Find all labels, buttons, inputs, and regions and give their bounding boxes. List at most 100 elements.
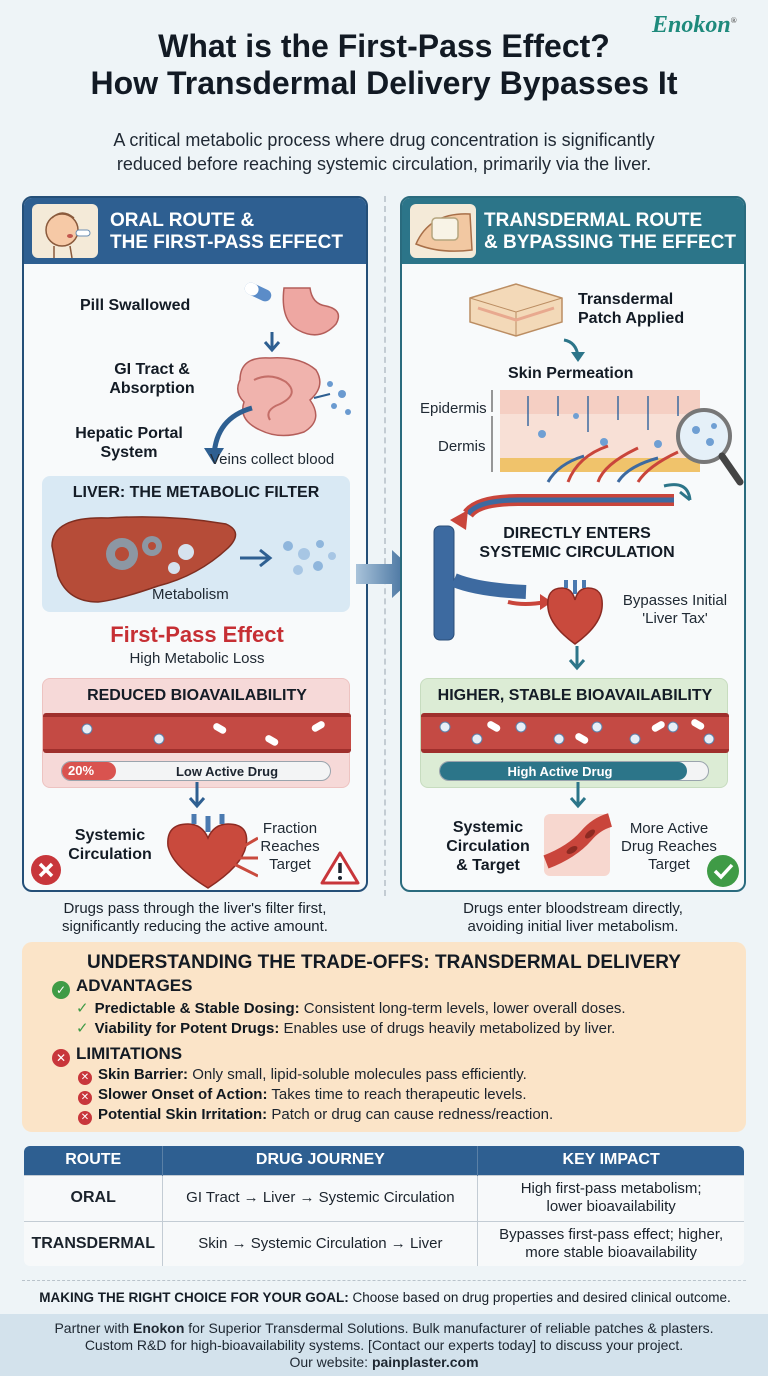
impact-column-header: KEY IMPACT [477, 1146, 744, 1175]
impact-cell: High first-pass metabolism;lower bioavai… [477, 1174, 744, 1221]
high-active-drug-fill [440, 762, 687, 780]
high-active-drug-bar: High Active Drug [439, 761, 709, 781]
curved-arrow-icon [204, 405, 253, 464]
transdermal-patch-icon [469, 283, 563, 337]
systemic-target-label: Systemic Circulation & Target [446, 819, 530, 874]
oral-heading-line1: ORAL ROUTE & [110, 210, 255, 231]
limitation-item: ✕Slower Onset of Action: Takes time to r… [78, 1086, 526, 1105]
journey-column-header: DRUG JOURNEY [162, 1146, 478, 1175]
skin-permeation-label: Skin Permeation [508, 365, 634, 382]
brand-logo: Enokon® [652, 12, 737, 38]
transdermal-route-panel: TRANSDERMAL ROUTE & BYPASSING THE EFFECT… [400, 196, 746, 892]
check-icon: ✓ [76, 1000, 89, 1017]
route-cell: TRANSDERMAL [24, 1220, 163, 1266]
low-active-drug-bar: 20% Low Active Drug [61, 761, 331, 781]
fraction-reaches-label: Fraction Reaches Target [260, 820, 320, 873]
vessel-circulation-icon [433, 483, 692, 641]
directly-enters-label: DIRECTLY ENTERS SYSTEMIC CIRCULATION [479, 525, 675, 561]
dermis-label: Dermis [438, 438, 486, 455]
hepatic-portal-label: Hepatic Portal System [75, 425, 183, 461]
person-swallowing-icon [32, 204, 98, 259]
footer-line3: Our website: painplaster.com [289, 1354, 479, 1370]
footer-line2: Custom R&D for high-bioavailability syst… [84, 1337, 684, 1353]
error-x-icon [31, 855, 61, 885]
arrow-down-icon [188, 782, 206, 809]
pill-swallowed-label: Pill Swallowed [80, 297, 191, 314]
transdermal-heading-line1: TRANSDERMAL ROUTE [484, 210, 703, 231]
curved-arrow-icon [563, 338, 585, 362]
transdermal-panel-header: TRANSDERMAL ROUTE & BYPASSING THE EFFECT [402, 198, 744, 264]
liver-filter-title: LIVER: THE METABOLIC FILTER [72, 484, 320, 501]
impact-cell: Bypasses first-pass effect; higher,more … [477, 1220, 744, 1266]
arrow-down-icon [568, 646, 586, 671]
higher-bioavailability-title: HIGHER, STABLE BIOAVAILABILITY [437, 687, 713, 704]
journey-cell: GI Tract → Liver → Systemic Circulation [162, 1174, 478, 1221]
journey-cell: Skin → Systemic Circulation → Liver [162, 1220, 478, 1266]
transdermal-caption: Drugs enter bloodstream directly, avoidi… [463, 900, 683, 935]
high-active-drug-label: High Active Drug [507, 764, 613, 779]
bar-percent-label: 20% [68, 763, 95, 778]
intestine-icon [237, 357, 351, 437]
target-tissue-icon [543, 813, 612, 876]
low-active-drug-label: Low Active Drug [175, 764, 279, 779]
x-circle-icon: ✕ [78, 1071, 92, 1085]
higher-bioavailability-box: HIGHER, STABLE BIOAVAILABILITY High Acti… [420, 678, 729, 788]
heart-icon [167, 814, 258, 889]
limitation-item: ✕Skin Barrier: Only small, lipid-soluble… [78, 1066, 527, 1085]
route-column-header: ROUTE [24, 1146, 163, 1175]
arrow-down-icon [263, 332, 281, 353]
table-header-row: ROUTE DRUG JOURNEY KEY IMPACT [24, 1146, 744, 1175]
advantage-item: ✓Predictable & Stable Dosing: Consistent… [76, 1000, 626, 1017]
x-circle-icon: ✕ [78, 1091, 92, 1105]
oral-caption: Drugs pass through the liver's filter fi… [62, 900, 328, 935]
skin-layers-icon [491, 390, 744, 486]
tradeoffs-title: UNDERSTANDING THE TRADE-OFFS: TRANSDERMA… [87, 952, 681, 973]
blood-vessel-sparse [43, 713, 351, 753]
warning-icon [320, 851, 360, 885]
heart-icon [547, 580, 603, 645]
patch-on-arm-icon [410, 204, 476, 258]
advantage-item: ✓Viability for Potent Drugs: Enables use… [76, 1020, 616, 1037]
oral-panel-header: ORAL ROUTE & THE FIRST-PASS EFFECT [24, 198, 366, 264]
transdermal-heading-line2: & BYPASSING THE EFFECT [484, 232, 736, 253]
table-row: ORAL GI Tract → Liver → Systemic Circula… [24, 1174, 744, 1221]
patch-applied-label: Transdermal Patch Applied [578, 291, 685, 327]
low-active-drug-fill [62, 762, 116, 780]
tradeoffs-section: UNDERSTANDING THE TRADE-OFFS: TRANSDERMA… [22, 942, 746, 1132]
check-icon: ✓ [76, 1020, 89, 1037]
success-check-icon [707, 855, 739, 887]
footer-line1: Partner with Enokon for Superior Transde… [54, 1320, 714, 1336]
check-circle-icon: ✓ [52, 981, 70, 999]
x-circle-icon: ✕ [78, 1111, 92, 1125]
table-row: TRANSDERMAL Skin → Systemic Circulation … [24, 1220, 744, 1266]
limitation-item: ✕Potential Skin Irritation: Patch or dru… [78, 1106, 553, 1125]
x-circle-icon: ✕ [52, 1049, 70, 1067]
gi-tract-label: GI Tract & Absorption [109, 361, 195, 397]
systemic-circulation-label: Systemic Circulation [68, 827, 152, 863]
more-active-drug-label: More Active Drug Reaches Target [621, 820, 717, 873]
website-link[interactable]: painplaster.com [371, 1354, 479, 1370]
epidermis-label: Epidermis [420, 400, 487, 417]
limitations-heading: ✕LIMITATIONS [52, 1044, 182, 1067]
page-title: What is the First-Pass Effect? How Trans… [90, 28, 678, 101]
veins-collect-label: Veins collect blood [210, 451, 335, 468]
liver-metabolism-icon [51, 516, 336, 603]
choice-statement: MAKING THE RIGHT CHOICE FOR YOUR GOAL: C… [39, 1290, 731, 1305]
oral-heading-line2: THE FIRST-PASS EFFECT [110, 232, 343, 253]
advantages-heading: ✓ADVANTAGES [52, 976, 193, 999]
route-cell: ORAL [24, 1174, 163, 1221]
footer: Partner with Enokon for Superior Transde… [0, 1314, 768, 1376]
comparison-table: ROUTE DRUG JOURNEY KEY IMPACT ORAL GI Tr… [22, 1144, 746, 1268]
section-divider [22, 1280, 746, 1281]
first-pass-effect-label: First-Pass Effect [110, 622, 284, 647]
metabolism-label: Metabolism [152, 586, 229, 603]
blood-vessel-dense [421, 713, 729, 753]
high-metabolic-loss-label: High Metabolic Loss [129, 650, 265, 667]
reduced-bioavailability-title: REDUCED BIOAVAILABILITY [87, 687, 307, 704]
center-divider [384, 196, 386, 896]
stomach-pill-icon [244, 282, 340, 336]
reduced-bioavailability-box: REDUCED BIOAVAILABILITY 20% Low Active D… [42, 678, 351, 788]
oral-route-panel: ORAL ROUTE & THE FIRST-PASS EFFECT Pill … [22, 196, 368, 892]
arrow-down-icon [569, 782, 587, 809]
bypasses-liver-tax-label: Bypasses Initial 'Liver Tax' [622, 592, 728, 627]
